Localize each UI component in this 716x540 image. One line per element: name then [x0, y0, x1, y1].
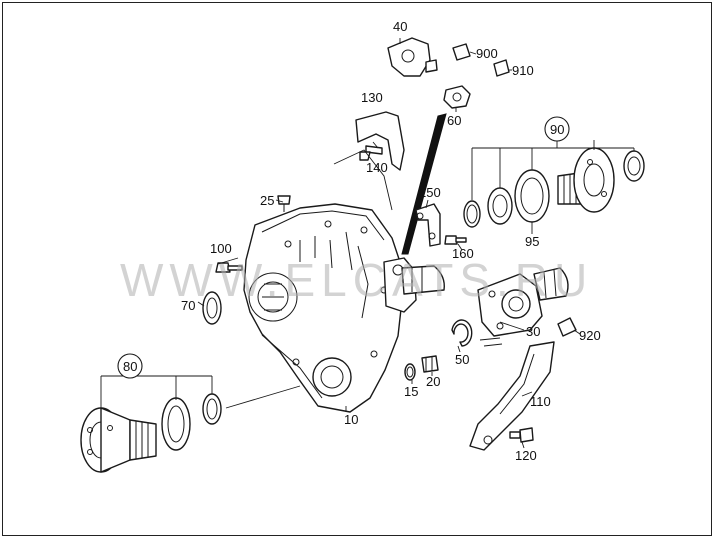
flange-part-80: [80, 393, 222, 473]
callout-20: 20: [426, 374, 440, 389]
callout-labels: 10 15 20 25 30 40 50 60 70 80 90 95 100 …: [123, 19, 601, 463]
callout-920: 920: [579, 328, 601, 343]
group-ring-90: [544, 116, 570, 142]
ring-part-15: [404, 363, 416, 381]
connector-part-910: [493, 59, 510, 77]
callout-900: 900: [476, 46, 498, 61]
group-ring-80: [117, 353, 143, 379]
connector-part-920: [557, 317, 577, 337]
callout-140: 140: [366, 160, 388, 175]
flange-part-90: [557, 147, 645, 213]
connector-part-900: [452, 43, 471, 61]
callout-10: 10: [344, 412, 358, 427]
sensor-part-40: [387, 37, 438, 77]
callout-100: 100: [210, 241, 232, 256]
screw-part-160: [444, 235, 467, 245]
callout-70: 70: [181, 298, 195, 313]
callout-910: 910: [512, 63, 534, 78]
callout-160: 160: [452, 246, 474, 261]
leader-lines: [100, 38, 635, 449]
watermark: WWW.ELCATS.RU: [120, 254, 593, 306]
oring-part-90: [463, 200, 481, 228]
callout-15: 15: [404, 384, 418, 399]
seal-part-70: [202, 291, 222, 325]
callout-50: 50: [455, 352, 469, 367]
callout-30: 30: [526, 324, 540, 339]
bracket-part-150: [415, 203, 441, 247]
circlip-part-50: [451, 319, 473, 347]
callout-90: 90: [550, 122, 564, 137]
seal-part-95: [514, 169, 550, 223]
breather-part-25: [277, 195, 291, 212]
callout-130: 130: [361, 90, 383, 105]
callout-80: 80: [123, 359, 137, 374]
sensor-cable: [401, 113, 447, 255]
callout-40: 40: [393, 19, 407, 34]
callout-25: 25: [260, 193, 274, 208]
callout-60: 60: [447, 113, 461, 128]
callout-150: 150: [419, 185, 441, 200]
plug-part-20: [421, 355, 439, 373]
bearing-part-90: [487, 187, 513, 225]
screw-part-100: [215, 262, 243, 273]
callout-120: 120: [515, 448, 537, 463]
callout-110: 110: [530, 394, 551, 409]
callout-95: 95: [525, 234, 539, 249]
housing-part-10: [243, 203, 445, 413]
sensor-part-60: [443, 85, 471, 109]
bolt-part-120: [509, 427, 534, 443]
bracket-part-110: [469, 341, 555, 451]
motor-part-30: [477, 267, 569, 347]
